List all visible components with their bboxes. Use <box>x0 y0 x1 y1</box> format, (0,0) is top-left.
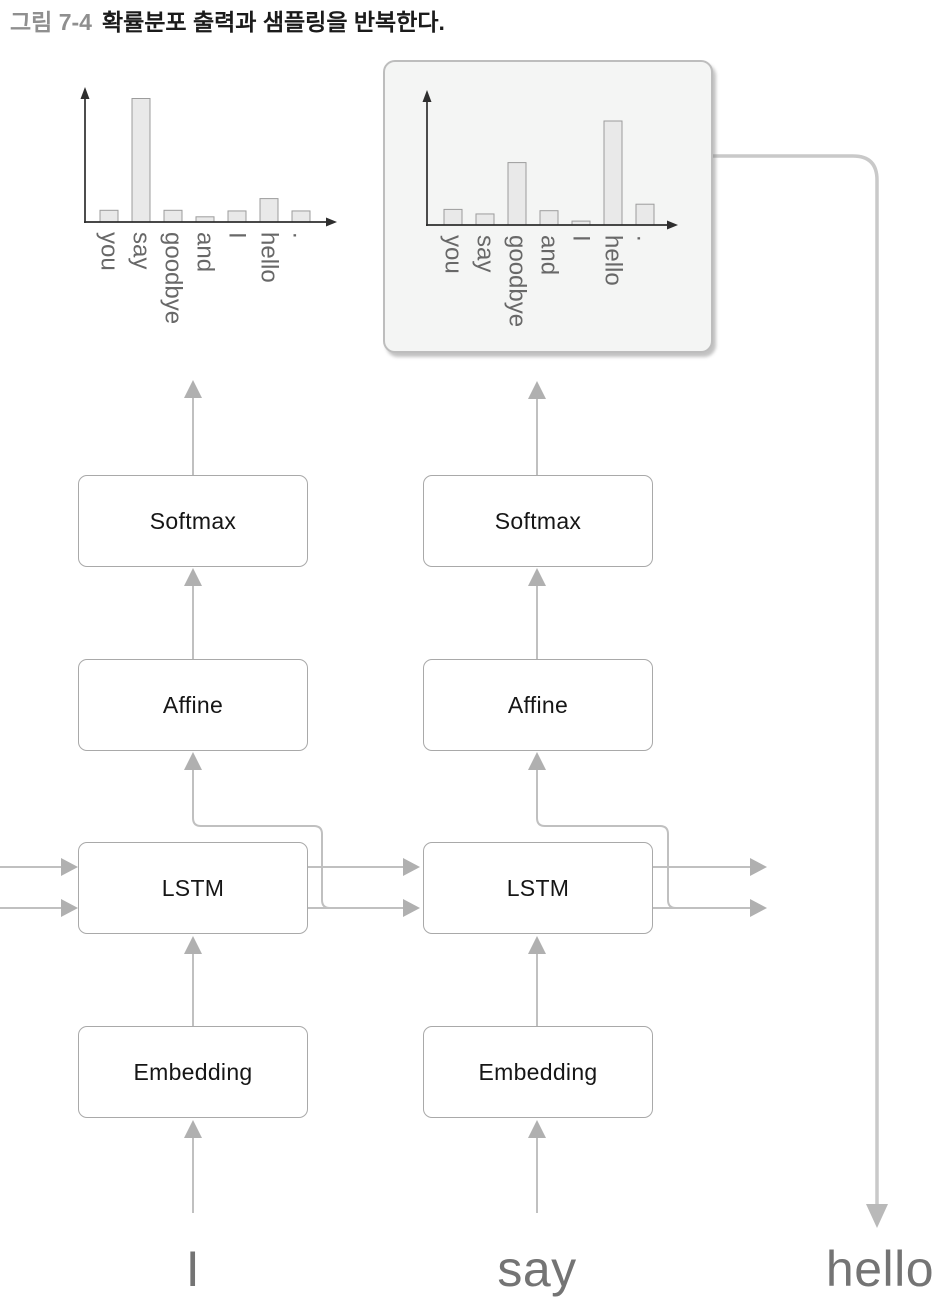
figure-caption: 그림 7-4 확률분포 출력과 샘플링을 반복한다. <box>10 6 445 38</box>
figure-number-label: 그림 7-4 <box>10 9 92 35</box>
bar-label-goodbye: goodbye <box>160 232 187 324</box>
lstm-label-t2: LSTM <box>506 874 570 901</box>
embedding-box-t2: Embedding <box>423 1026 653 1118</box>
bar-label-I: I <box>568 235 595 242</box>
affine-box-t2: Affine <box>423 659 653 751</box>
bar-label-hello: hello <box>256 232 283 283</box>
y-axis-arrowhead <box>422 90 432 102</box>
embedding-label-t1: Embedding <box>133 1058 253 1085</box>
bar-and <box>539 210 559 226</box>
sampled-word-wire <box>713 154 879 1204</box>
bar-label-and: and <box>536 235 563 275</box>
bar-label-.: . <box>632 235 659 242</box>
bar-label-hello: hello <box>600 235 627 286</box>
x-axis-arrowhead <box>326 217 337 227</box>
x-axis-arrowhead <box>667 220 678 230</box>
bar-I <box>227 210 247 223</box>
y-axis-arrowhead <box>80 87 90 99</box>
softmax-box-t1: Softmax <box>78 475 308 567</box>
affine-label-t2: Affine <box>507 691 569 718</box>
figure-caption-text: 확률분포 출력과 샘플링을 반복한다. <box>101 9 445 35</box>
output-word: hello <box>825 1241 935 1297</box>
embedding-box-t1: Embedding <box>78 1026 308 1118</box>
bar-label-I: I <box>224 232 251 239</box>
gray-wire-group <box>0 397 750 1213</box>
embedding-label-t2: Embedding <box>478 1058 598 1085</box>
input-word-1: I <box>185 1241 201 1297</box>
bar-say <box>475 213 495 226</box>
lstm-box-t1: LSTM <box>78 842 308 934</box>
bar-. <box>291 210 311 223</box>
bar-label-you: you <box>96 232 123 271</box>
bar-hello <box>603 120 623 226</box>
bar-say <box>131 98 151 223</box>
affine-box-t1: Affine <box>78 659 308 751</box>
bar-label-.: . <box>288 232 315 239</box>
bar-goodbye <box>507 162 527 226</box>
bar-. <box>635 203 655 226</box>
bar-you <box>99 209 119 223</box>
lstm-box-t2: LSTM <box>423 842 653 934</box>
softmax-box-t2: Softmax <box>423 475 653 567</box>
bar-hello <box>259 198 279 223</box>
bar-label-and: and <box>192 232 219 272</box>
bar-label-you: you <box>440 235 467 274</box>
softmax-label-t1: Softmax <box>149 507 237 534</box>
bar-you <box>443 208 463 226</box>
bar-label-say: say <box>128 232 155 269</box>
affine-label-t1: Affine <box>162 691 224 718</box>
bar-goodbye <box>163 209 183 223</box>
softmax-label-t2: Softmax <box>494 507 582 534</box>
bar-label-say: say <box>472 235 499 272</box>
lstm-label-t1: LSTM <box>161 874 225 901</box>
gray-arrowhead-group <box>61 380 888 1228</box>
input-word-2: say <box>497 1241 577 1297</box>
bar-label-goodbye: goodbye <box>504 235 531 327</box>
